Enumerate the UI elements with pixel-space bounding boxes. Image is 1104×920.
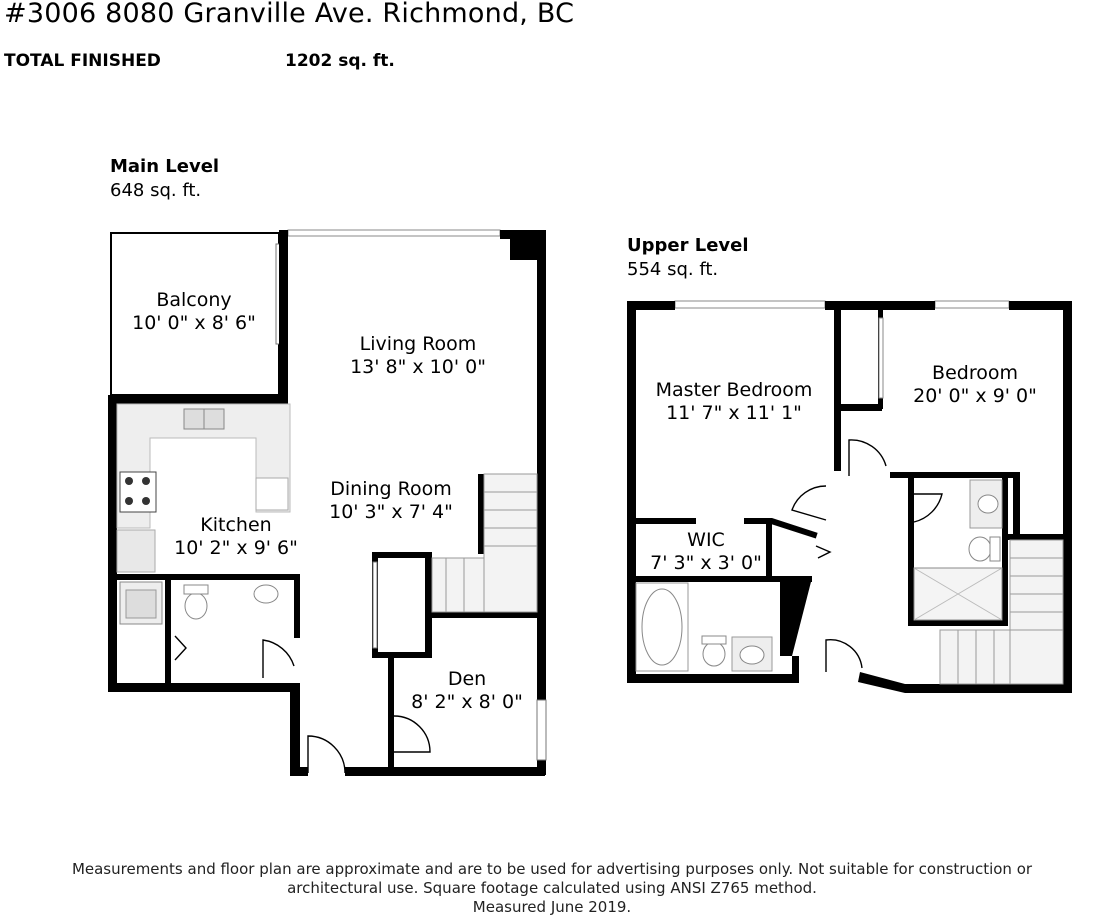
total-finished-label: TOTAL FINISHED bbox=[4, 51, 161, 71]
main-level-plan bbox=[108, 229, 547, 776]
disclaimer: Measurements and floor plan are approxim… bbox=[0, 860, 1104, 917]
room-size: 8' 2" x 8' 0" bbox=[411, 691, 523, 713]
room-size: 10' 0" x 8' 6" bbox=[132, 312, 256, 334]
wall bbox=[279, 230, 288, 400]
window bbox=[287, 229, 501, 237]
wall bbox=[636, 518, 696, 524]
room-name: Master Bedroom bbox=[655, 379, 813, 401]
wall bbox=[834, 301, 841, 471]
wall bbox=[627, 301, 675, 310]
upper-level-title: Upper Level bbox=[627, 235, 749, 256]
room-label-kitchen: Kitchen 10' 2" x 9' 6" bbox=[174, 514, 298, 560]
room-label-balcony: Balcony 10' 0" x 8' 6" bbox=[132, 289, 256, 335]
wall bbox=[165, 683, 300, 692]
wall bbox=[425, 552, 432, 658]
disclaimer-line: Measurements and floor plan are approxim… bbox=[71, 860, 1033, 878]
door-swings bbox=[174, 635, 431, 774]
window bbox=[674, 300, 826, 309]
stairs bbox=[939, 539, 1064, 685]
room-name: Dining Room bbox=[330, 478, 452, 500]
wall bbox=[537, 230, 546, 775]
wall bbox=[858, 672, 905, 693]
wall bbox=[1013, 472, 1020, 534]
window bbox=[934, 300, 1010, 309]
wall bbox=[345, 767, 545, 776]
wall bbox=[780, 578, 812, 656]
wall bbox=[1009, 301, 1072, 310]
room-size: 7' 3" x 3' 0" bbox=[650, 552, 762, 574]
room-size: 13' 8" x 10' 0" bbox=[350, 356, 486, 378]
wall bbox=[792, 656, 799, 683]
wall bbox=[834, 404, 882, 411]
room-label-bedroom: Bedroom 20' 0" x 9' 0" bbox=[913, 362, 1037, 408]
closet-door bbox=[372, 561, 378, 649]
disclaimer-line: Measured June 2019. bbox=[472, 898, 632, 916]
room-size: 10' 2" x 9' 6" bbox=[174, 537, 298, 559]
door-swings bbox=[791, 439, 943, 672]
wall bbox=[294, 574, 300, 638]
wall bbox=[108, 395, 117, 692]
stairs bbox=[431, 473, 538, 613]
wall bbox=[108, 574, 300, 580]
main-level-title: Main Level bbox=[110, 156, 220, 177]
wall bbox=[1063, 301, 1072, 693]
room-size: 11' 7" x 11' 1" bbox=[666, 402, 802, 424]
room-name: Den bbox=[447, 668, 487, 690]
window bbox=[536, 699, 547, 761]
wall bbox=[908, 620, 1008, 626]
wall bbox=[388, 652, 394, 772]
upper-level-plan bbox=[627, 300, 1072, 693]
disclaimer-line: architectural use. Square footage calcul… bbox=[287, 879, 817, 897]
wall bbox=[636, 576, 812, 582]
room-label-master-bedroom: Master Bedroom 11' 7" x 11' 1" bbox=[656, 379, 813, 425]
room-name: Living Room bbox=[359, 333, 477, 355]
kitchen-counter bbox=[116, 403, 291, 529]
room-size: 20' 0" x 9' 0" bbox=[913, 385, 1037, 407]
wall bbox=[290, 683, 300, 775]
wall bbox=[108, 683, 168, 692]
fridge-icon bbox=[116, 529, 156, 573]
main-level-area: 648 sq. ft. bbox=[110, 180, 202, 201]
wall bbox=[478, 474, 484, 554]
wall bbox=[770, 518, 818, 539]
wall bbox=[1008, 534, 1068, 540]
wall bbox=[744, 518, 772, 524]
toilet-icon bbox=[702, 641, 726, 667]
upper-level-area: 554 sq. ft. bbox=[627, 259, 719, 280]
toilet-icon bbox=[968, 536, 992, 562]
total-finished-value: 1202 sq. ft. bbox=[285, 51, 395, 71]
property-address: #3006 8080 Granville Ave. Richmond, BC bbox=[4, 0, 575, 29]
wall bbox=[372, 552, 432, 558]
room-label-den: Den 8' 2" x 8' 0" bbox=[411, 668, 523, 714]
wall bbox=[908, 478, 914, 626]
wall bbox=[372, 652, 432, 658]
room-name: WIC bbox=[687, 529, 725, 551]
room-name: Kitchen bbox=[200, 514, 272, 536]
wall bbox=[890, 472, 1020, 478]
room-label-wic: WIC 7' 3" x 3' 0" bbox=[650, 529, 762, 575]
wall bbox=[165, 574, 171, 686]
closet-door bbox=[878, 317, 884, 399]
wall bbox=[627, 301, 636, 683]
wall bbox=[290, 767, 308, 776]
room-label-dining-room: Dining Room 10' 3" x 7' 4" bbox=[329, 478, 453, 524]
room-size: 10' 3" x 7' 4" bbox=[329, 501, 453, 523]
wall bbox=[108, 395, 288, 404]
bath-sink-icon bbox=[253, 584, 279, 604]
stove-icon bbox=[119, 471, 157, 513]
toilet-icon bbox=[184, 592, 208, 620]
room-label-living-room: Living Room 13' 8" x 10' 0" bbox=[350, 333, 486, 379]
wall bbox=[1002, 478, 1008, 626]
room-name: Bedroom bbox=[932, 362, 1018, 384]
wall bbox=[766, 518, 772, 578]
wall bbox=[905, 684, 1072, 693]
wall bbox=[627, 674, 799, 683]
room-name: Balcony bbox=[156, 289, 232, 311]
wall bbox=[425, 612, 540, 618]
dishwasher-icon bbox=[255, 477, 289, 511]
